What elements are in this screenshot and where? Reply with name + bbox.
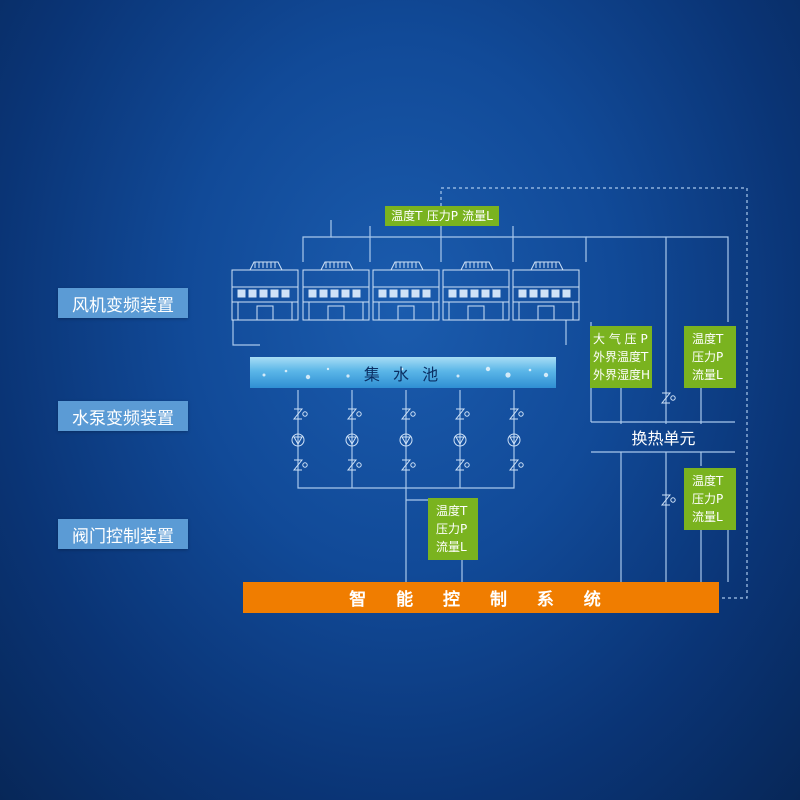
pump-vfd-label: 水泵变频装置 (58, 401, 188, 431)
pump-icon (453, 433, 467, 447)
ambient-humidity: 外界湿度H (593, 368, 651, 382)
middle-sensor-box: 温度T 压力P 流量L (428, 498, 478, 560)
valve-icon (400, 408, 416, 420)
pump-icon (399, 433, 413, 447)
lower-pressure: 压力P (692, 492, 724, 506)
valve-icon (660, 494, 676, 506)
ambient-temperature: 外界温度T (593, 350, 649, 364)
middle-flow: 流量L (436, 540, 467, 554)
cooling-tower-icon (372, 261, 440, 321)
atmosphere-sensor-box: 大 气 压 P 外界温度T 外界湿度H (590, 326, 652, 388)
upper-pressure: 压力P (692, 350, 724, 364)
valve-icon (454, 459, 470, 471)
valve-icon (508, 408, 524, 420)
right-sensor-lower-box: 温度T 压力P 流量L (684, 468, 736, 530)
pump-icon (291, 433, 305, 447)
atmosphere-pressure: 大 气 压 P (593, 332, 648, 346)
valve-icon (346, 408, 362, 420)
valve-icon (292, 459, 308, 471)
lower-temperature: 温度T (692, 474, 724, 488)
top-sensor-flow: 流量L (462, 209, 493, 223)
top-sensor-temperature: 温度T (391, 209, 423, 223)
cooling-tower-icon (442, 261, 510, 321)
valve-icon (292, 408, 308, 420)
collection-pool: 集 水 池 (250, 357, 556, 388)
middle-pressure: 压力P (436, 522, 468, 536)
right-sensor-upper-box: 温度T 压力P 流量L (684, 326, 736, 388)
water-bubbles (262, 366, 549, 380)
upper-flow: 流量L (692, 368, 723, 382)
cooling-tower-icon (231, 261, 580, 321)
lower-flow: 流量L (692, 510, 723, 524)
top-sensor-box: 温度T 压力P 流量L (385, 206, 499, 226)
pump-icon (507, 433, 521, 447)
valve-control-label: 阀门控制装置 (58, 519, 188, 549)
valve-icon (660, 392, 676, 404)
valve-icon (346, 459, 362, 471)
pool-label: 集 水 池 (363, 364, 443, 384)
pump-icon (345, 433, 359, 447)
fan-vfd-label: 风机变频装置 (58, 288, 188, 318)
cooling-tower-icon (512, 261, 580, 321)
top-sensor-pressure: 压力P (426, 209, 458, 223)
cooling-tower-icon (302, 261, 370, 321)
cooling-tower-icon (231, 261, 299, 321)
valve-icon (400, 459, 416, 471)
heat-exchange-unit: 换热单元 (631, 429, 696, 448)
middle-temperature: 温度T (436, 504, 468, 518)
intelligent-control-system: 智 能 控 制 系 统 (243, 582, 719, 613)
valve-icon (508, 459, 524, 471)
upper-temperature: 温度T (692, 332, 724, 346)
valve-icon (454, 408, 470, 420)
